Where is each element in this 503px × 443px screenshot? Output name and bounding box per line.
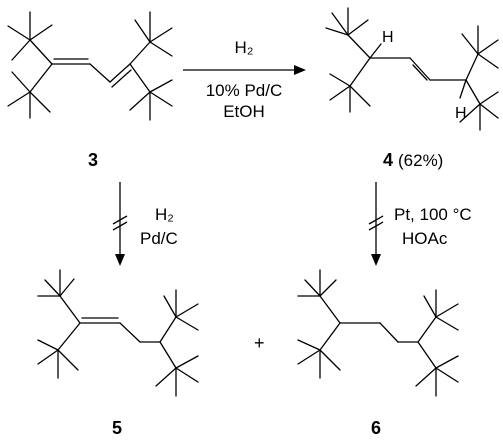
compound-4-hydrogen-1: H xyxy=(382,29,394,46)
compound-6-label: 6 xyxy=(371,418,381,438)
reagent-r3-line1: Pt, 100 °C xyxy=(394,205,472,224)
compound-3-structure xyxy=(7,11,173,121)
reaction-arrow-3-to-5-blocked xyxy=(112,182,128,266)
reagent-r2-line1: H₂ xyxy=(155,205,174,224)
compound-4-yield: (62%) xyxy=(398,151,443,170)
reagent-r3-line2: HOAc xyxy=(402,229,448,248)
compound-4-label: 4 xyxy=(383,150,393,170)
reagent-r1-line2: 10% Pd/C xyxy=(206,81,283,100)
compound-4-hydrogen-2: H xyxy=(455,105,467,122)
reagent-r1-line1: H₂ xyxy=(235,38,254,57)
compound-4-structure xyxy=(325,7,499,131)
compound-3-label: 3 xyxy=(88,150,98,170)
compound-5-structure xyxy=(37,269,199,397)
compound-6-structure xyxy=(297,269,459,397)
reagent-r1-line3: EtOH xyxy=(223,102,265,121)
plus-sign: + xyxy=(254,333,265,353)
reaction-arrow-3-to-4 xyxy=(183,65,306,75)
reaction-arrow-4-to-6-blocked xyxy=(368,182,384,266)
reagent-r2-line2: Pd/C xyxy=(140,229,178,248)
compound-5-label: 5 xyxy=(112,418,122,438)
